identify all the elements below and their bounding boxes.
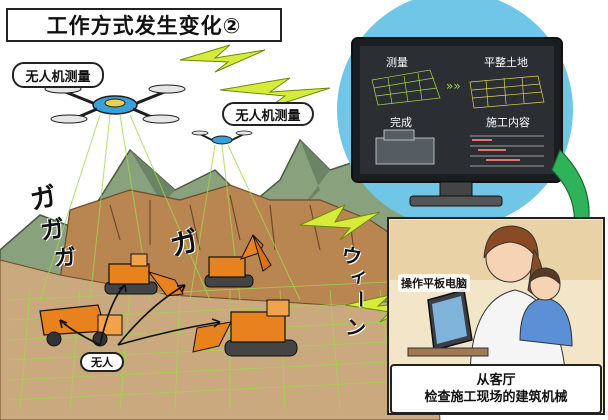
child-figure bbox=[519, 267, 573, 347]
excavator-1 bbox=[104, 253, 184, 297]
control-arrows bbox=[59, 284, 221, 346]
monitor-panel-survey-label: 测量 bbox=[386, 56, 408, 69]
monitor-panel-tasks-label: 施工内容 bbox=[486, 116, 530, 129]
drone-label-2: 无人机测量 bbox=[222, 102, 314, 126]
monitor-panel-complete-label: 完成 bbox=[390, 116, 412, 129]
tablet-label: 操作平板电脑 bbox=[398, 274, 470, 292]
caption-line-1: 从客厅 bbox=[476, 373, 516, 388]
sfx-right-3: ー bbox=[349, 290, 370, 308]
excavator-2 bbox=[204, 234, 272, 288]
drone-small bbox=[191, 130, 253, 145]
sfx-left-3: ガ bbox=[53, 245, 78, 272]
caption-line-2: 检查施工现场的建筑机械 bbox=[424, 390, 568, 405]
monitor: »» bbox=[351, 37, 563, 207]
page-title: 工作方式发生变化② bbox=[6, 8, 282, 42]
sfx-right-4: ン bbox=[344, 314, 368, 342]
monitor-panel-leveling-label: 平整土地 bbox=[484, 56, 528, 69]
dump-truck bbox=[39, 304, 123, 347]
drone-large bbox=[44, 84, 186, 124]
caption-box: 从客厅 检查施工现场的建筑机械 bbox=[390, 364, 602, 414]
signal-bolts bbox=[179, 44, 421, 323]
unmanned-label: 无人 bbox=[80, 352, 124, 372]
tablet-device bbox=[407, 289, 489, 357]
building-sketch bbox=[375, 129, 435, 165]
svg-text:»»: »» bbox=[446, 79, 461, 93]
sfx-right-2: ィ bbox=[348, 264, 370, 289]
drone-label-1: 无人机测量 bbox=[12, 62, 104, 88]
excavator-3 bbox=[192, 299, 298, 357]
